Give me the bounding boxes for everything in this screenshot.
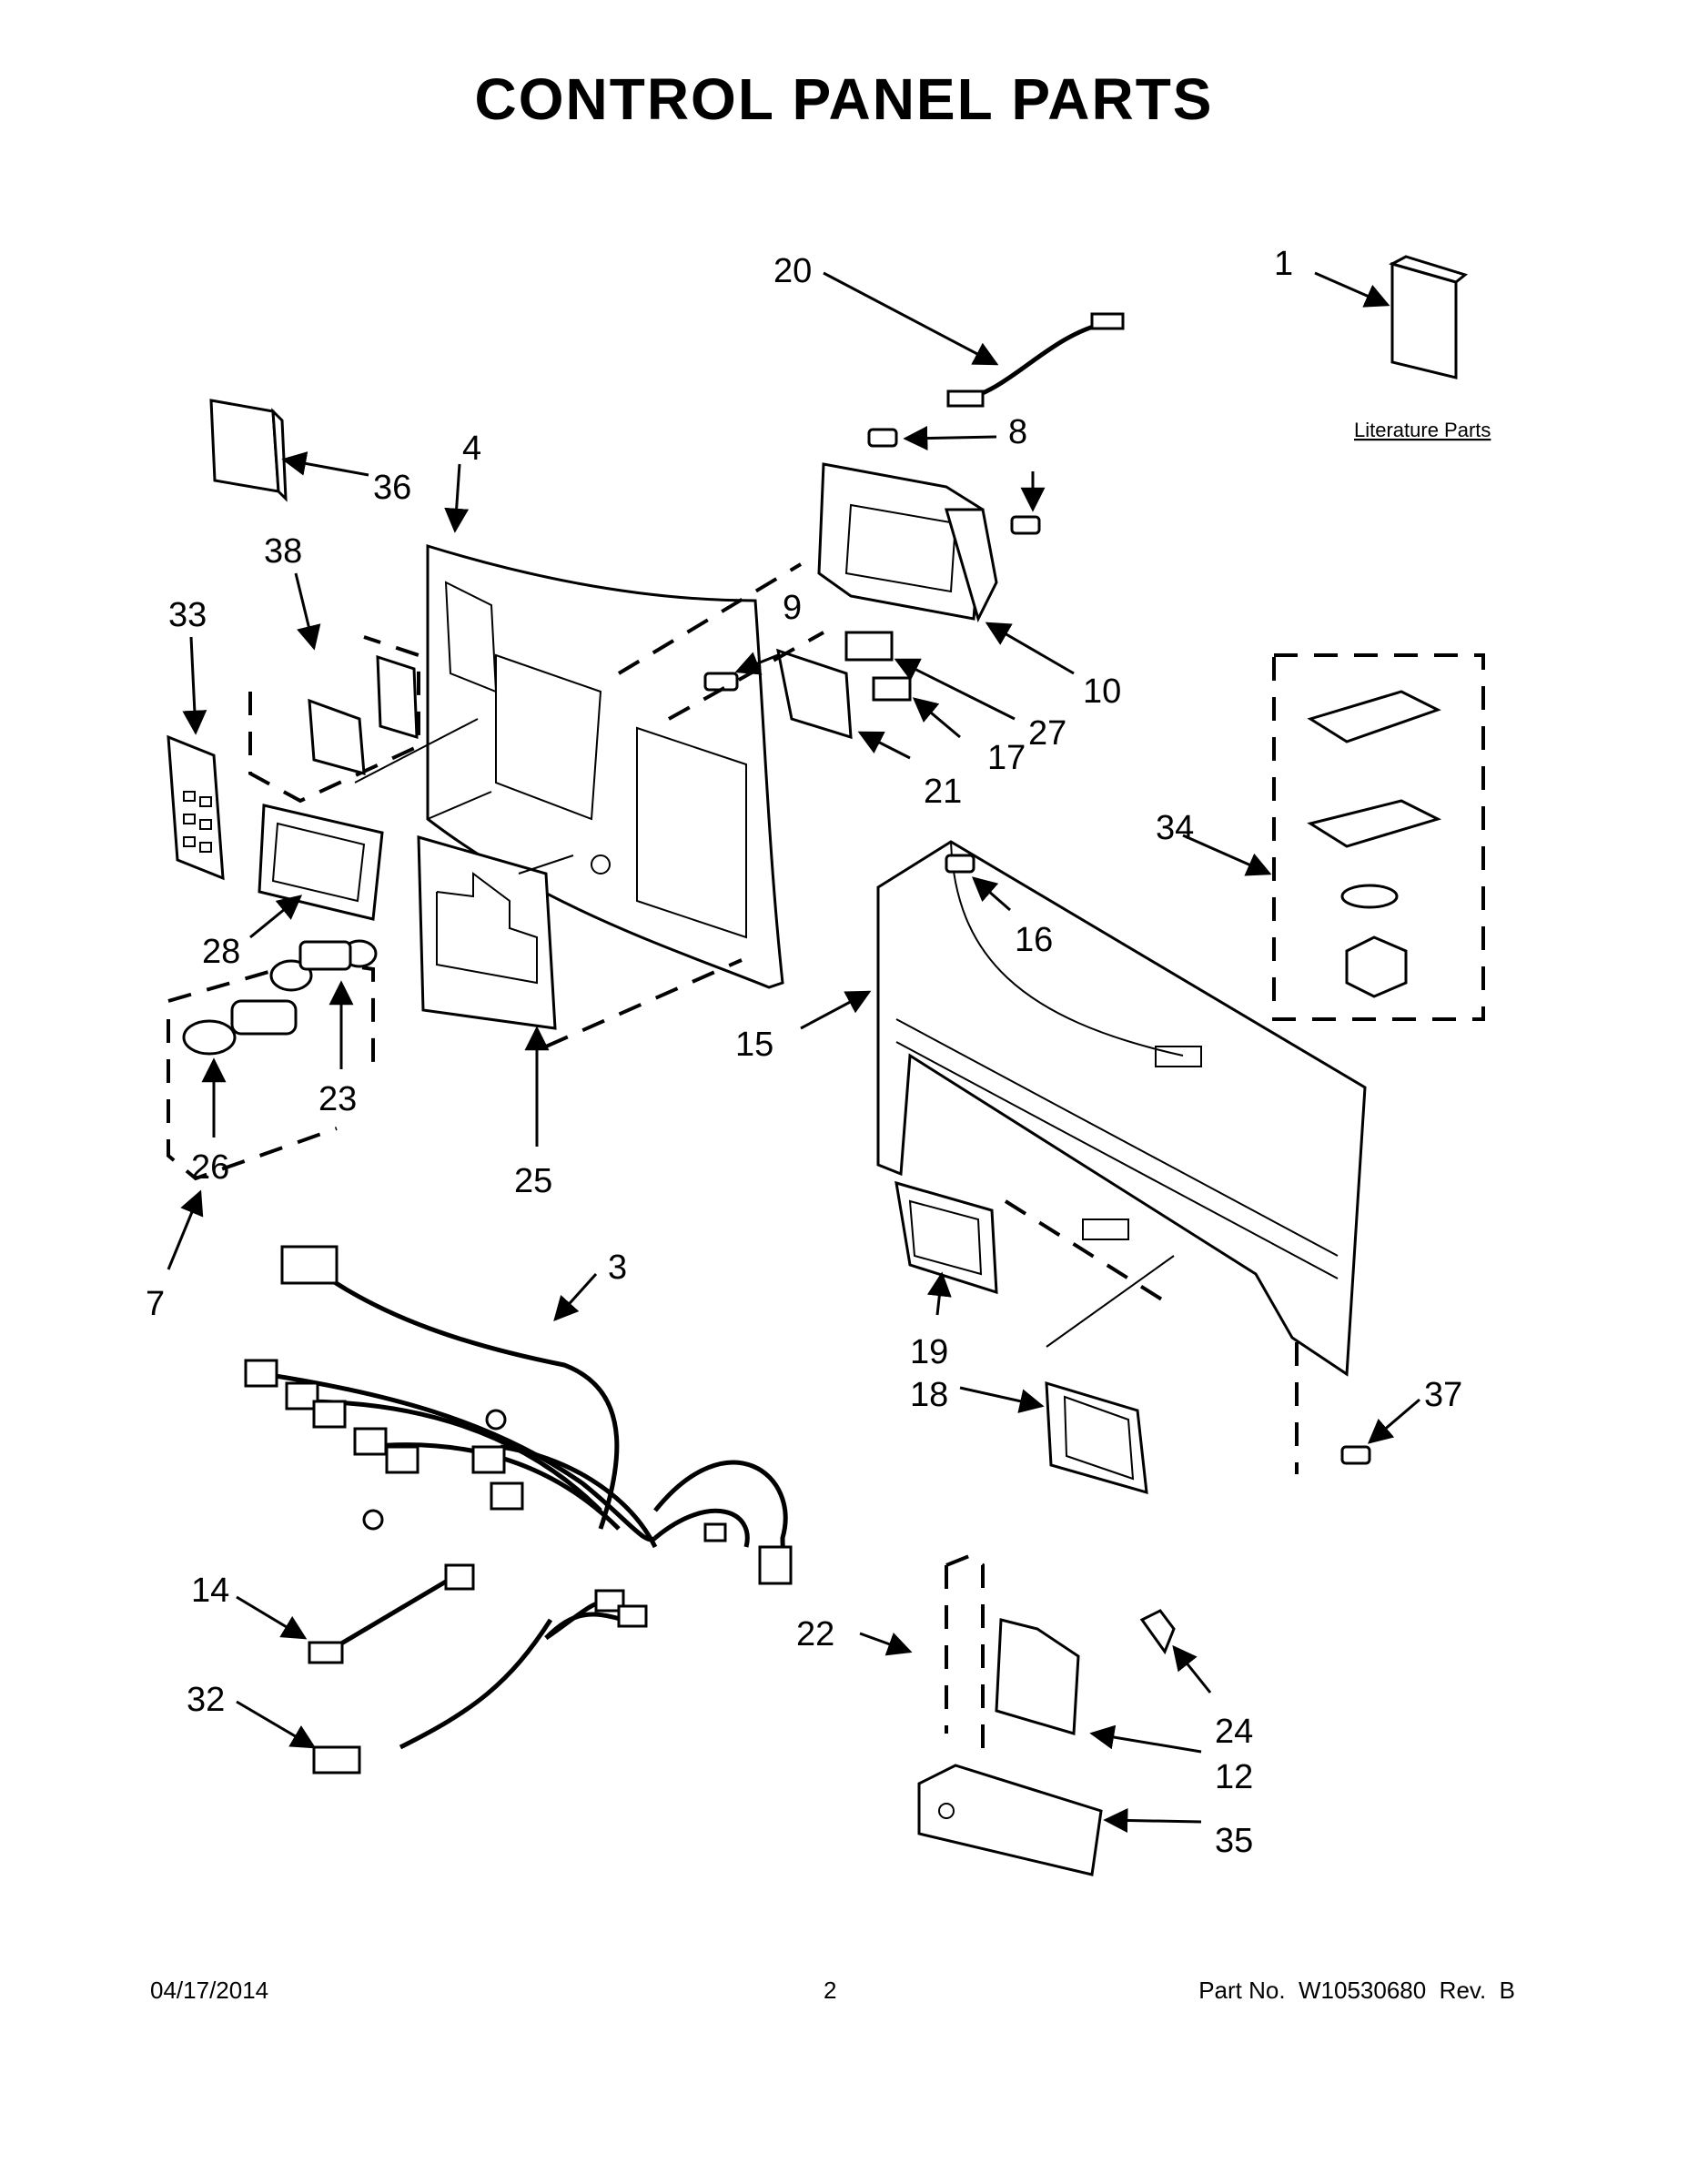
callout-1: 1 — [1274, 245, 1293, 283]
callout-37: 37 — [1424, 1376, 1462, 1414]
reference-lines — [354, 562, 1299, 1474]
harness-32 — [312, 1589, 648, 1774]
callout-8: 8 — [1008, 413, 1027, 451]
main-wire-harness-3 — [244, 1245, 793, 1585]
callout-15: 15 — [735, 1026, 773, 1064]
literature-parts-label: Literature Parts — [1354, 419, 1491, 441]
callout-9: 9 — [783, 589, 802, 627]
callout-25: 25 — [514, 1162, 552, 1200]
screw-8-part — [867, 428, 1041, 535]
screw-37-part — [1340, 1445, 1371, 1465]
keypad-overlay-33 — [167, 734, 225, 881]
callout-23: 23 — [318, 1080, 357, 1118]
footer-date: 04/17/2014 — [150, 1977, 269, 2004]
callout-3: 3 — [608, 1249, 627, 1287]
keypad-assembly-38 — [248, 635, 420, 804]
callout-36: 36 — [373, 469, 411, 507]
switch-box-parts — [917, 1553, 1176, 1876]
callout-14: 14 — [191, 1572, 229, 1610]
callout-4: 4 — [462, 430, 481, 468]
callout-33: 33 — [168, 596, 207, 634]
page-title: CONTROL PANEL PARTS — [474, 66, 1214, 132]
callout-32: 32 — [187, 1681, 225, 1719]
callout-20: 20 — [773, 252, 812, 290]
screw-16-part — [945, 854, 975, 874]
callout-27: 27 — [1028, 714, 1066, 753]
callout-18: 18 — [910, 1376, 948, 1414]
small-parts-9-21-27-17 — [703, 631, 912, 740]
bracket-19 — [895, 1180, 998, 1295]
control-board-part — [817, 462, 998, 623]
panel-36-part — [209, 399, 288, 502]
callout-34: 34 — [1156, 809, 1194, 847]
callout-12: 12 — [1215, 1758, 1253, 1796]
callout-35: 35 — [1215, 1822, 1253, 1860]
harness-14 — [308, 1563, 475, 1664]
callout-19: 19 — [910, 1333, 948, 1371]
callout-17: 17 — [987, 739, 1026, 777]
callout-24: 24 — [1215, 1713, 1253, 1751]
callout-16: 16 — [1015, 921, 1053, 959]
footer-page-number: 2 — [824, 1977, 837, 2004]
leader-lines — [167, 271, 1420, 1833]
bracket-18 — [1045, 1380, 1148, 1495]
gasket-25 — [417, 834, 557, 1030]
literature-booklet-part — [1389, 255, 1469, 379]
callout-22: 22 — [796, 1615, 834, 1653]
callout-28: 28 — [202, 933, 240, 971]
lock-assembly-7 — [167, 939, 378, 1181]
wire-harness-20 — [946, 312, 1125, 408]
callout-26: 26 — [191, 1148, 229, 1187]
callout-10: 10 — [1083, 672, 1121, 711]
console-frame-15 — [876, 840, 1367, 1377]
callout-7: 7 — [146, 1285, 165, 1323]
display-module-28 — [258, 804, 384, 921]
mount-kit-34 — [1272, 653, 1485, 1021]
callout-21: 21 — [924, 773, 962, 811]
footer-part-number: Part No. W10530680 Rev. B — [1198, 1977, 1515, 2004]
callout-38: 38 — [264, 532, 302, 571]
